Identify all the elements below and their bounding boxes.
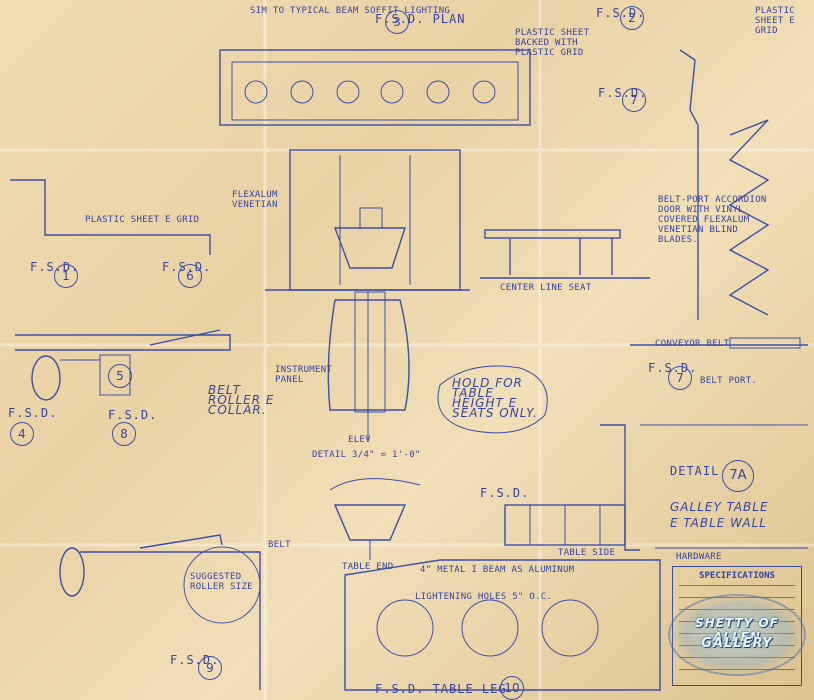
detail-title-line1: GALLEY TABLE <box>670 500 769 514</box>
flexalum-note: FLEXALUM VENETIAN <box>232 190 278 210</box>
light-circle-1 <box>244 80 268 104</box>
suggested-roller-note: SUGGESTED ROLLER SIZE <box>190 572 253 592</box>
fsd-table-leg-label: F.S.D. TABLE LEG <box>375 682 507 696</box>
hold-table-note: HOLD FOR TABLE HEIGHT E SEATS ONLY. <box>452 376 538 420</box>
detail-tag-7: 7 <box>622 88 646 112</box>
fsd-label-4: F.S.D. <box>8 406 58 420</box>
conveyor-belt-label: CONVEYOR BELT <box>655 339 730 349</box>
left-floor-section <box>15 334 231 351</box>
detail-tag-10: 10 <box>500 676 524 700</box>
light-circle-5 <box>426 80 450 104</box>
lightening-hole-2 <box>461 599 519 657</box>
light-circle-3 <box>336 80 360 104</box>
plan-soffit-inner <box>231 61 519 121</box>
belt-port-label: BELT PORT. <box>700 376 758 386</box>
fsd-label-8: F.S.D. <box>108 408 158 422</box>
light-circle-2 <box>290 80 314 104</box>
light-circle-6 <box>472 80 496 104</box>
lightening-hole-1 <box>376 599 434 657</box>
right-wall-section <box>679 49 699 320</box>
table-top-section <box>333 227 406 269</box>
detail-tag-5: 5 <box>108 364 132 388</box>
accordion-door <box>728 119 770 316</box>
light-circle-4 <box>380 80 404 104</box>
table-leg-plan <box>344 559 661 691</box>
hold-note-cloud <box>437 365 548 434</box>
table-side-label: TABLE SIDE <box>558 548 616 558</box>
detail-tag-3: 3 <box>385 10 409 34</box>
detail-heading: DETAIL <box>670 464 720 478</box>
top-beam-note: SIM TO TYPICAL BEAM SOFFIT LIGHTING <box>250 6 451 16</box>
suggested-roller-circle <box>183 546 261 624</box>
plan-soffit-outline <box>219 49 531 126</box>
galley-cabinet-elevation <box>289 149 461 291</box>
watermark-line2: GALLERY <box>701 636 773 651</box>
elev-label: ELEV <box>348 435 371 445</box>
detail-tag-7b: 7 <box>668 366 692 390</box>
center-line-seat-label: CENTER LINE SEAT <box>500 283 592 293</box>
fsd-label-detail: F.S.D. <box>480 486 530 500</box>
plastic-sheet-backed-note: PLASTIC SHEET BACKED WITH PLASTIC GRID <box>515 28 590 58</box>
instrument-panel-note: INSTRUMENT PANEL <box>275 365 333 385</box>
belt-roller-note: BELT ROLLER E COLLAR. <box>208 383 275 417</box>
gallery-watermark-logo: SHETTY OF ALLEN GALLERY <box>668 594 806 676</box>
bottom-left-section <box>80 551 261 690</box>
scale-label: DETAIL 3/4" = 1'-0" <box>312 450 421 460</box>
metal-beam-note: 4" METAL I BEAM AS ALUMINUM <box>420 565 575 575</box>
detail-tag-6: 6 <box>178 264 202 288</box>
plastic-sheet-grid-note: PLASTIC SHEET E GRID <box>85 215 200 225</box>
galley-table-top <box>484 229 621 239</box>
table-pedestal-plan <box>327 299 410 411</box>
specifications-title: SPECIFICATIONS <box>699 571 775 581</box>
lightening-holes-note: LIGHTENING HOLES 5" O.C. <box>415 592 553 602</box>
detail-tag-2: 2 <box>620 6 644 30</box>
belt-accordion-note: BELT-PORT ACCORDION DOOR WITH VINYL COVE… <box>658 195 767 245</box>
left-wall-section <box>10 179 211 255</box>
detail-title-line2: E TABLE WALL <box>670 516 767 530</box>
detail-tag-1: 1 <box>54 264 78 288</box>
belt-label: BELT <box>268 540 291 550</box>
table-end-label: TABLE END <box>342 562 394 572</box>
roller-ellipse-bottom <box>59 547 85 597</box>
roller-ellipse-left <box>31 355 61 401</box>
lightening-hole-3 <box>541 599 599 657</box>
table-section-lower <box>333 504 407 541</box>
detail-tag-9: 9 <box>198 656 222 680</box>
hardware-label: HARDWARE <box>676 552 722 562</box>
watermark-line1: SHETTY OF ALLEN <box>695 616 779 644</box>
detail-tag-4: 4 <box>10 422 34 446</box>
detail-number-tag: 7A <box>722 460 754 492</box>
detail-tag-8: 8 <box>112 422 136 446</box>
plastic-sheet-grid-right-note: PLASTIC SHEET E GRID <box>755 6 796 36</box>
